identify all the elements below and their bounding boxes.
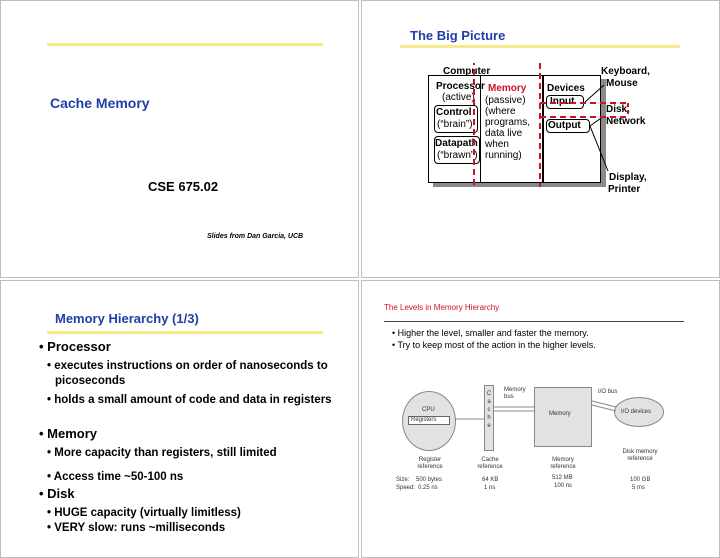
memory-bus-label: Memory bus — [504, 387, 526, 400]
output-label: Output — [548, 120, 581, 131]
size-register: 500 bytes — [416, 477, 443, 483]
slide-title-text: Cache Memory — [50, 95, 150, 111]
cache-ref: Cache reference — [477, 457, 503, 470]
bus-lines — [456, 400, 617, 420]
course-code: CSE 675.02 — [148, 179, 219, 194]
slide-memory-levels: The Levels in Memory Hierarchy • Higher … — [361, 280, 720, 558]
slide-title: Cache Memory CSE 675.02 Slides from Dan … — [0, 0, 359, 278]
control-box — [434, 105, 478, 133]
hierarchy-figure: CPU Registers C a c h e Memory bus Memor… — [396, 385, 702, 495]
cache-bar: C a c h e — [484, 385, 494, 451]
mouse-label: Mouse — [606, 78, 638, 89]
bullet-disk: • Disk — [39, 486, 75, 501]
bullet-processor: • Processor — [39, 339, 111, 354]
memory-line: when — [485, 139, 509, 150]
processor-sub: (active) — [442, 92, 475, 103]
io-devices-label: I/O devices — [621, 409, 652, 415]
processor-label: Processor — [436, 81, 485, 92]
sub-bullet: • More capacity than registers, still li… — [47, 447, 277, 483]
registers-box — [408, 416, 450, 425]
output-box — [546, 119, 590, 133]
memory-line: programs, — [485, 117, 531, 128]
title-rule — [384, 321, 684, 322]
yellow-rule — [47, 43, 323, 46]
memory-ref: Memory reference — [550, 457, 576, 470]
memory-line: data live — [485, 128, 523, 139]
slide-title-text: Memory Hierarchy (1/3) — [55, 311, 199, 326]
size-disk: 100 GB — [630, 477, 651, 483]
speed-register: 0.25 ns — [418, 485, 438, 491]
computer-label: Computer — [443, 66, 491, 77]
memory-line: (passive) — [485, 95, 526, 106]
control-sub: (“brain”) — [437, 119, 473, 130]
disk-label: Disk, — [606, 104, 630, 115]
cpu-label: CPU — [422, 407, 435, 413]
slide-title-text: The Big Picture — [410, 28, 506, 43]
slide-title-text: The Levels in Memory Hierarchy — [384, 303, 500, 312]
yellow-rule — [400, 45, 680, 48]
sub-bullet: • executes instructions on order of nano… — [47, 360, 332, 406]
memory-label: Memory — [488, 83, 527, 94]
bullet-memory: • Memory — [39, 426, 98, 441]
datapath-sub: (“brawn”) — [437, 150, 478, 161]
size-label: Size: — [396, 477, 410, 483]
size-cache: 64 KB — [482, 477, 499, 483]
memory-line: (where — [485, 106, 516, 117]
size-memory: 512 MB — [552, 475, 573, 481]
keyboard-label: Keyboard, — [601, 66, 650, 77]
io-bus-label: I/O bus — [598, 389, 618, 395]
network-label: Network — [606, 116, 646, 127]
computer-diagram: Computer Processor (active) Control (“br… — [428, 63, 658, 195]
memory-box-label: Memory — [549, 411, 571, 417]
registers-label: Registers — [411, 417, 437, 423]
credit-text: Slides from Dan Garcia, UCB — [207, 233, 304, 240]
devices-label: Devices — [547, 83, 585, 94]
computer-box — [428, 75, 601, 183]
datapath-box — [434, 136, 480, 164]
control-label: Control — [436, 107, 472, 118]
display-label: Display, — [609, 172, 647, 183]
memory-box — [534, 387, 592, 447]
io-devices-ellipse — [614, 397, 664, 427]
speed-label: Speed: — [396, 485, 416, 491]
speed-memory: 100 ns — [554, 483, 573, 489]
yellow-rule — [47, 331, 323, 334]
bullet-list: • Higher the level, smaller and faster t… — [392, 328, 596, 350]
slide-big-picture: The Big Picture Computer Processor (acti… — [361, 0, 720, 278]
input-label: Input — [550, 96, 575, 107]
memory-line: running) — [485, 150, 522, 161]
speed-cache: 1 ns — [484, 485, 496, 491]
sub-bullet: • HUGE capacity (virtually limitless) • … — [47, 507, 241, 534]
register-ref: Register reference — [417, 457, 443, 470]
slide-memory-hierarchy: Memory Hierarchy (1/3) • Processor • exe… — [0, 280, 359, 558]
disk-ref: Disk memory reference — [622, 449, 658, 462]
device-arrows — [473, 63, 629, 187]
speed-disk: 5 ms — [632, 485, 646, 491]
datapath-label: Datapath — [435, 138, 478, 149]
printer-label: Printer — [608, 184, 641, 195]
